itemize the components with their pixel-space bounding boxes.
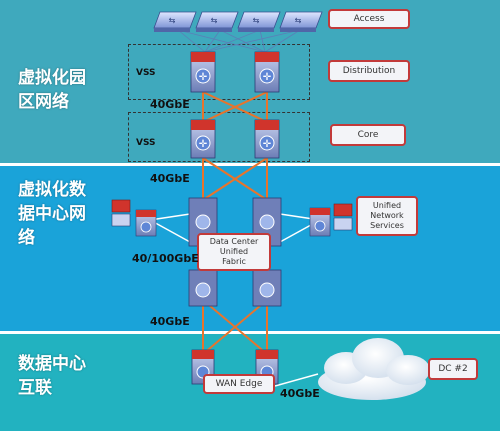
service-appliance (333, 203, 353, 217)
distribution-switch-left: ✛ (190, 51, 216, 93)
distribution-switch-right: ✛ (254, 51, 280, 93)
service-appliances-right (309, 203, 353, 237)
svg-text:⇆: ⇆ (169, 16, 176, 25)
vss-label-core: VSS (136, 138, 156, 148)
svg-text:⇆: ⇆ (295, 16, 302, 25)
svg-text:⇆: ⇆ (253, 16, 260, 25)
link-label-40gbe: 40GbE (150, 315, 190, 328)
svg-text:⇆: ⇆ (211, 16, 218, 25)
vss-label-distribution: VSS (136, 68, 156, 78)
zone-label-interconnect: 数据中心 互联 (18, 354, 86, 398)
link-label-40gbe: 40GbE (280, 387, 320, 400)
access-tag: Access (328, 9, 410, 29)
zone-label-datacenter: 虚拟化数 据中心网 络 (18, 180, 86, 248)
core-switches: ✛ ✛ (190, 119, 280, 159)
svg-text:✛: ✛ (199, 72, 208, 83)
unified-network-services-tag: Unified Network Services (356, 196, 418, 236)
orange-links (202, 91, 268, 355)
distribution-switches: ✛ ✛ (190, 51, 280, 93)
svg-text:✛: ✛ (263, 139, 272, 150)
zone-label-campus: 虚拟化园 区网络 (18, 68, 86, 112)
core-switch-left: ✛ (190, 119, 216, 159)
link-label-40-100gbe: 40/100GbE (132, 252, 199, 265)
access-switch: ⇆ (279, 11, 323, 32)
access-switch: ⇆ (195, 11, 239, 32)
datacenter-nexus-lower (188, 269, 282, 307)
svg-text:✛: ✛ (263, 72, 272, 83)
access-switches: ⇆ ⇆ ⇆ ⇆ (153, 11, 323, 32)
service-appliance (111, 199, 131, 213)
svg-text:✛: ✛ (199, 139, 208, 150)
data-center-unified-fabric-tag: Data Center Unified Fabric (197, 233, 271, 271)
access-uplinks (177, 29, 301, 53)
service-appliances-left (111, 199, 157, 237)
band-divider (0, 163, 500, 166)
distribution-tag: Distribution (328, 60, 410, 82)
cloud-icon (318, 338, 430, 400)
core-vss-group (128, 112, 310, 162)
wan-edge-tag: WAN Edge (203, 374, 275, 394)
link-label-40gbe: 40GbE (150, 172, 190, 185)
access-switch: ⇆ (153, 11, 197, 32)
core-switch-right: ✛ (254, 119, 280, 159)
dc2-tag: DC #2 (428, 358, 478, 380)
access-switch: ⇆ (237, 11, 281, 32)
link-label-40gbe: 40GbE (150, 98, 190, 111)
core-tag: Core (330, 124, 406, 146)
band-divider (0, 331, 500, 334)
